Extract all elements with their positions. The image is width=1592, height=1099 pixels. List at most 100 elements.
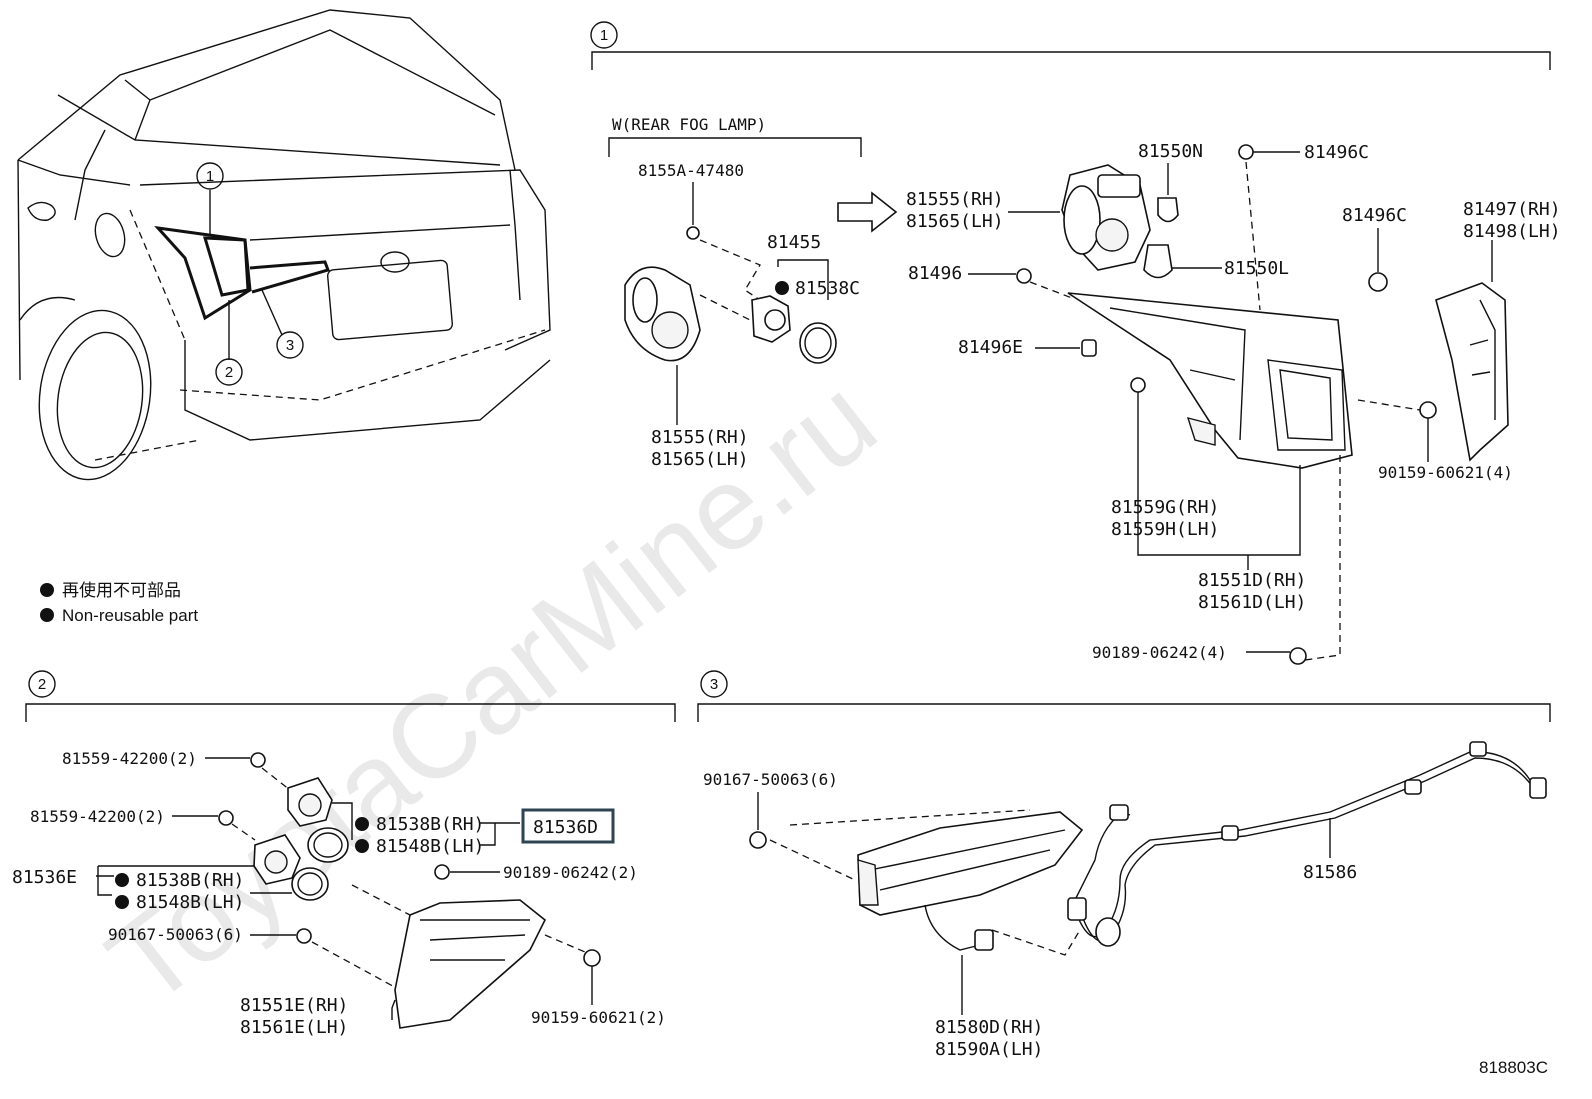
section-number: 3 (710, 676, 718, 693)
fog-lamp-heading: W(REAR FOG LAMP) (612, 115, 766, 134)
legend-english: Non-reusable part (62, 606, 198, 625)
part-label: 90189-06242(4) (1092, 643, 1227, 662)
section-1: 1 W(REAR FOG LAMP) 8155A-47480 81455 815… (590, 21, 1561, 665)
screw-icon (250, 752, 266, 768)
non-reusable-dot-icon (355, 839, 369, 853)
clip-icon (1221, 825, 1239, 841)
part-label: 81559-42200(2) (30, 807, 165, 826)
connector-icon (1067, 897, 1087, 921)
inner-lamp-part (394, 899, 547, 1029)
clip-icon (1081, 339, 1097, 357)
part-label: 81551E(RH) (240, 995, 348, 1016)
svg-text:3: 3 (286, 337, 294, 354)
part-label: 81496C (1304, 142, 1369, 163)
part-label: 81548B(LH) (376, 836, 484, 857)
part-label: 8155A-47480 (638, 161, 744, 180)
car-rear-view (17, 9, 551, 481)
part-label: 81559-42200(2) (62, 749, 197, 768)
socket-part (287, 777, 333, 827)
non-reusable-dot-icon (115, 895, 129, 909)
non-reusable-dot-icon (355, 817, 369, 831)
part-label: 90189-06242(2) (503, 863, 638, 882)
clip-icon (1469, 741, 1487, 757)
tail-lamp-assembly (1067, 292, 1353, 469)
connector-icon (1109, 804, 1129, 821)
part-label: 81565(LH) (651, 449, 749, 470)
part-label: 81538B(RH) (136, 870, 244, 891)
non-reusable-dot-icon (115, 873, 129, 887)
non-reusable-dot-icon (40, 583, 54, 597)
part-label: 81538B(RH) (376, 814, 484, 835)
part-label: 81498(LH) (1463, 221, 1561, 242)
callout-3: 3 (276, 331, 304, 359)
legend: 再使用不可部品 Non-reusable part (40, 580, 198, 625)
legend-japanese: 再使用不可部品 (62, 580, 181, 600)
part-label: 81496E (958, 337, 1023, 358)
part-label: 81536E (12, 867, 77, 888)
part-label: 81586 (1303, 862, 1357, 883)
callout-2: 2 (215, 358, 243, 386)
part-label: 81555(RH) (906, 189, 1004, 210)
bracket-part (1435, 282, 1509, 462)
part-label: 90167-50063(6) (108, 925, 243, 944)
bulb-socket-part (1061, 164, 1151, 271)
part-label: 81590A(LH) (935, 1039, 1043, 1060)
part-label: 90167-50063(6) (703, 770, 838, 789)
part-label: 81548B(LH) (136, 892, 244, 913)
garnish-lamp-part (857, 811, 1084, 916)
connector-icon (974, 929, 994, 951)
arrow-icon (837, 191, 898, 233)
highlighted-part-box[interactable] (521, 808, 615, 844)
screw-icon (1419, 401, 1437, 419)
section-number: 1 (600, 27, 608, 44)
part-label: 81580D(RH) (935, 1017, 1043, 1038)
screw-icon (583, 949, 601, 967)
screw-icon (1289, 647, 1307, 665)
part-label: 90159-60621(2) (531, 1008, 666, 1027)
wire-harness-part (1067, 741, 1547, 947)
section-2: 2 81559-42200(2) 81538B(RH) 81548B(LH) 8… (12, 670, 676, 1038)
bulb-icon (1143, 244, 1173, 279)
svg-text:1: 1 (206, 168, 214, 185)
clip-icon (1404, 779, 1422, 795)
screw-icon (686, 226, 700, 240)
part-label: 81565(LH) (906, 211, 1004, 232)
part-label: 81561D(LH) (1198, 592, 1306, 613)
callout-1: 1 (196, 162, 224, 190)
highlighted-part-label[interactable]: 81536D (533, 817, 598, 838)
section-number: 2 (38, 676, 46, 693)
part-label: 81455 (767, 232, 821, 253)
screw-icon (296, 928, 312, 944)
clip-icon (1016, 268, 1032, 284)
fog-socket-part (751, 295, 837, 364)
non-reusable-dot-icon (775, 281, 789, 295)
clip-icon (1238, 144, 1254, 160)
clip-icon (1368, 272, 1388, 292)
screw-icon (218, 810, 234, 826)
part-label: 81559G(RH) (1111, 497, 1219, 518)
svg-text:2: 2 (225, 364, 233, 381)
fog-bulb-holder-part (624, 266, 751, 362)
screw-icon (434, 864, 450, 880)
part-label: 81538C (795, 278, 860, 299)
seal-icon (1130, 377, 1146, 393)
screw-icon (749, 831, 767, 849)
part-label: 90159-60621(4) (1378, 463, 1513, 482)
grommet-icon (1095, 917, 1121, 947)
section-3: 3 90167-50063(6) 81580D(RH) 81590A(LH) (697, 670, 1551, 1060)
part-label: 81496 (908, 263, 962, 284)
non-reusable-dot-icon (40, 608, 54, 622)
diagram-code: 818803C (1479, 1058, 1548, 1077)
part-label: 81497(RH) (1463, 199, 1561, 220)
connector-icon (1529, 777, 1547, 799)
part-label: 81559H(LH) (1111, 519, 1219, 540)
part-label: 81551D(RH) (1198, 570, 1306, 591)
part-label: 81555(RH) (651, 427, 749, 448)
part-label: 81550N (1138, 141, 1203, 162)
part-label: 81561E(LH) (240, 1017, 348, 1038)
bulb-icon (1157, 197, 1179, 223)
part-label: 81550L (1224, 258, 1289, 279)
socket-part (253, 834, 301, 885)
